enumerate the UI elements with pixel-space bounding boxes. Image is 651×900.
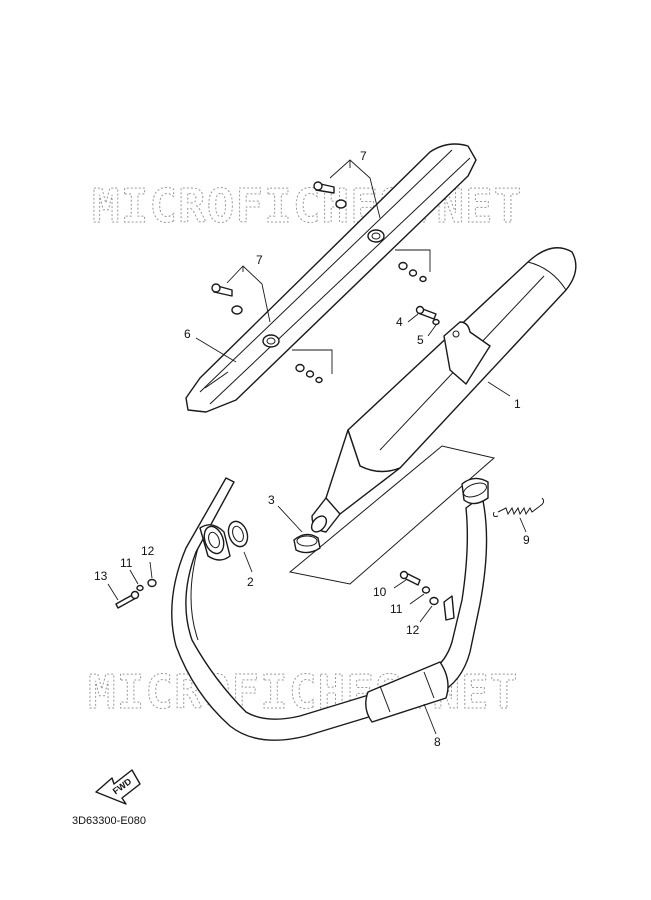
diagram-code: 3D63300-E080: [72, 815, 146, 827]
callout-9: 9: [523, 533, 530, 547]
callout-12-right: 12: [406, 623, 420, 637]
callout-13: 13: [94, 569, 108, 583]
callout-11-right: 11: [390, 602, 403, 616]
heat-protector: [185, 143, 477, 413]
bolt-set-left: [107, 561, 157, 609]
callout-11-left: 11: [120, 556, 133, 570]
callout-7-upper: 7: [360, 149, 367, 163]
callout-7-lower: 7: [256, 253, 263, 267]
callout-3: 3: [268, 493, 275, 507]
callout-10: 10: [373, 585, 387, 599]
joint-outline: [288, 445, 496, 585]
exhaust-gasket: [227, 520, 253, 573]
callout-12-left: 12: [141, 544, 155, 558]
watermark-top: MICROFICHES.NET: [92, 179, 522, 233]
bolt-washer-muffler: [407, 305, 440, 337]
bolt-set-right: [393, 570, 439, 623]
callout-6: 6: [184, 327, 191, 341]
callout-4: 4: [396, 315, 403, 329]
gasket: [277, 505, 321, 554]
screw-collar-set-upper: [313, 159, 431, 283]
leader-1: [487, 381, 511, 397]
callout-2: 2: [247, 575, 254, 589]
callout-1: 1: [514, 397, 521, 411]
exhaust-pipe: [171, 477, 489, 741]
leader-8: [423, 703, 437, 735]
callout-8: 8: [434, 735, 441, 749]
spring: [493, 497, 545, 533]
muffler: [310, 247, 577, 533]
screw-collar-set-lower: [211, 265, 333, 384]
callout-5: 5: [417, 333, 424, 347]
forward-arrow-icon: FWD: [95, 769, 141, 805]
leader-6: [195, 337, 237, 363]
